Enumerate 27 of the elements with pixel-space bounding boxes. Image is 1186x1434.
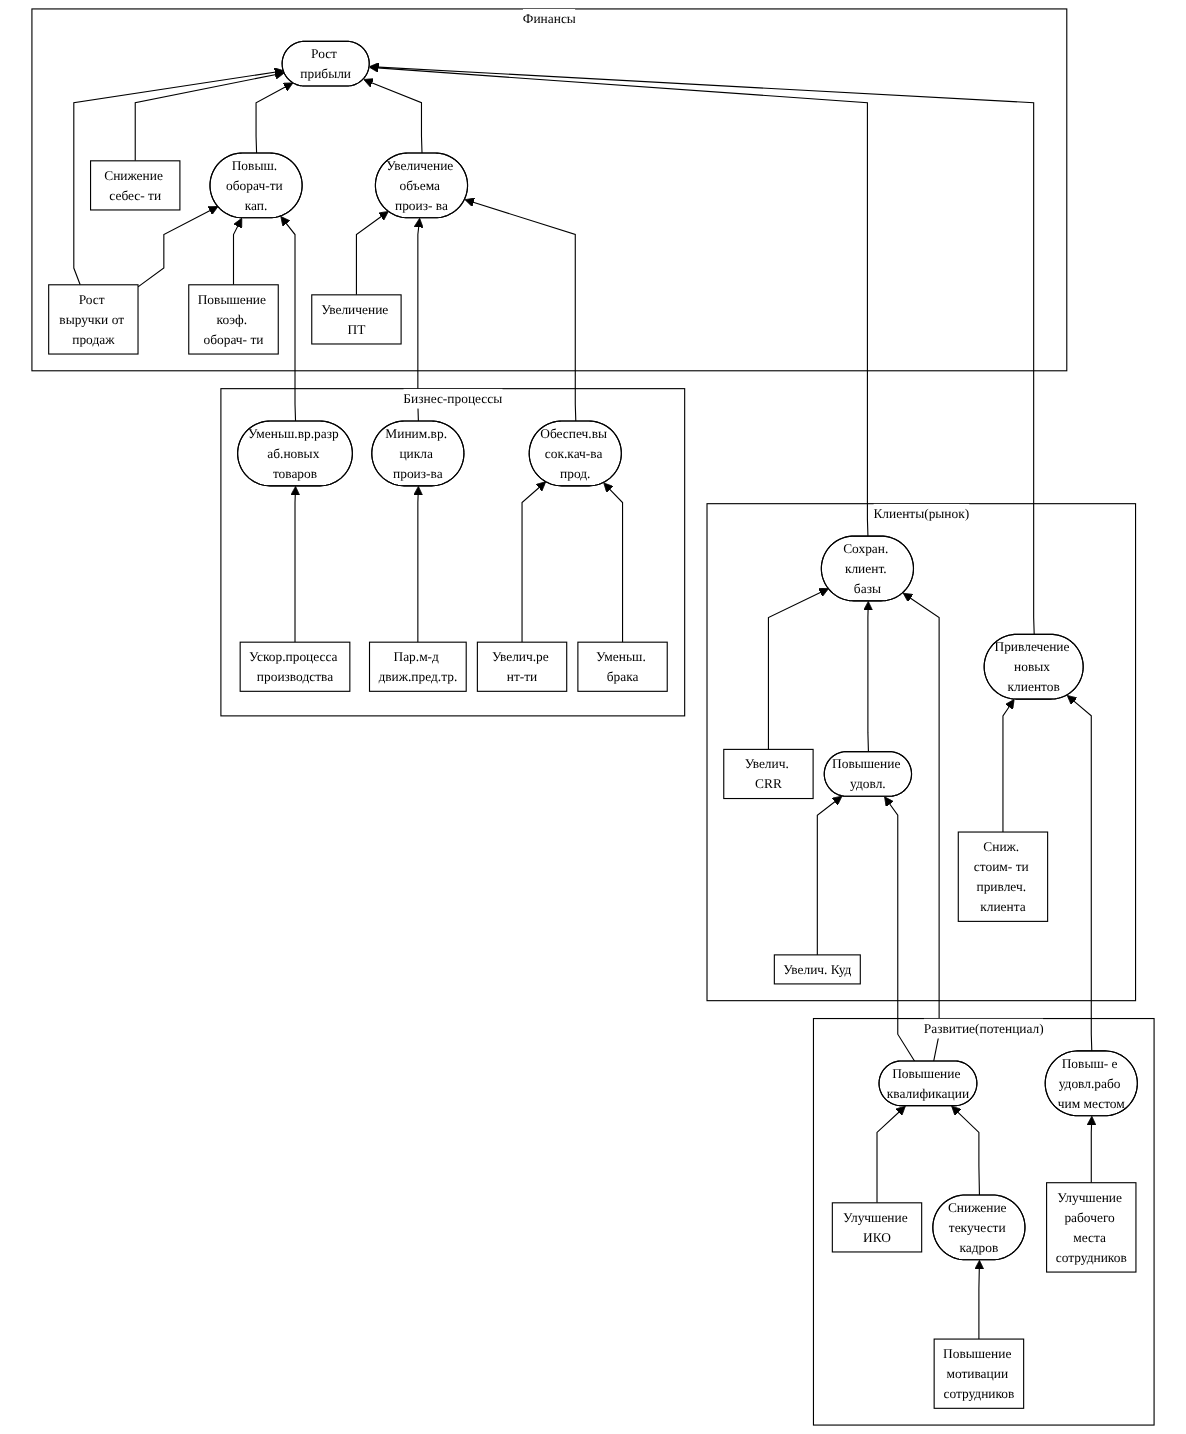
arrow	[280, 216, 297, 423]
arrow	[884, 796, 916, 1063]
arrow	[232, 217, 243, 286]
arrow	[1086, 1115, 1097, 1184]
arrow	[464, 197, 577, 423]
arrow	[1002, 699, 1015, 833]
arrow	[816, 795, 843, 956]
arrow	[413, 485, 423, 643]
arrow	[137, 206, 219, 288]
arrow	[603, 482, 624, 643]
arrow	[355, 210, 389, 296]
arrow	[902, 592, 940, 1063]
arrow	[974, 1259, 985, 1340]
arrow	[413, 217, 424, 423]
arrow	[1066, 695, 1093, 1053]
arrow	[876, 1105, 906, 1204]
arrow	[255, 82, 294, 155]
arrow	[369, 63, 869, 538]
arrow	[73, 67, 285, 286]
arrow	[363, 78, 423, 155]
arrow	[767, 588, 829, 750]
arrow	[134, 69, 285, 162]
arrow	[863, 600, 873, 753]
arrow	[951, 1105, 980, 1197]
arrow	[521, 481, 547, 643]
arrow	[369, 62, 1035, 636]
arrow	[290, 485, 301, 643]
